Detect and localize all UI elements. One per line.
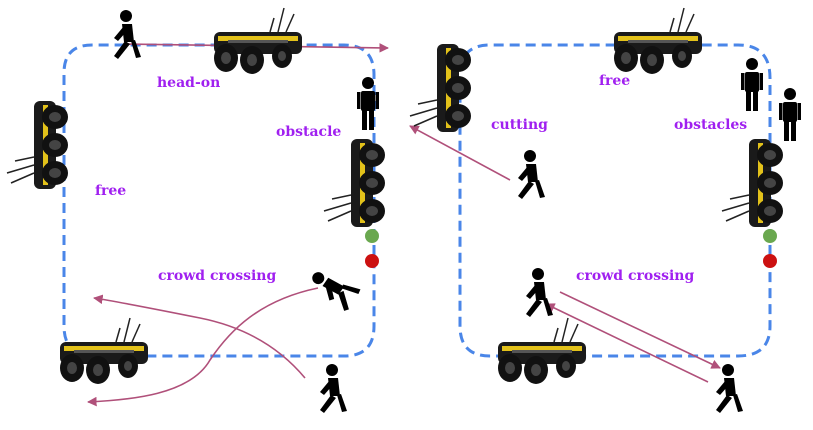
crowd-trajectory-1 [93,294,306,379]
robot-icon [6,100,69,190]
label-crowd-crossing-left: crowd crossing [158,268,277,284]
walking-person-icon [114,10,141,59]
goal-marker [763,254,777,268]
start-marker [365,229,379,243]
crowd-trajectory-4 [545,303,709,383]
robot-icon [323,138,386,228]
robot-icon [497,317,587,385]
crowd-trajectory-3 [559,291,721,369]
right-robot-path [458,43,772,358]
label-free-left: free [95,183,127,199]
cutting-trajectory [409,125,511,181]
label-obstacle: obstacle [276,124,342,140]
label-crowd-crossing-right: crowd crossing [576,268,695,284]
robot-icon [721,138,784,228]
label-free-right: free [599,73,631,89]
robot-icon [409,43,472,133]
robot-icon [613,7,703,75]
start-marker [763,229,777,243]
walking-person-icon [518,150,545,199]
left-robot-path [62,43,376,358]
walking-person-icon [320,364,347,413]
standing-person-icon [741,58,763,111]
standing-person-icon [357,77,379,130]
crowd-trajectory-2 [87,287,319,407]
robot-icon [59,317,149,385]
robot-icon [213,7,303,75]
goal-marker [365,254,379,268]
label-obstacles: obstacles [674,117,748,133]
label-cutting: cutting [491,117,548,133]
walking-person-icon [526,268,553,317]
walking-person-icon [716,364,743,413]
standing-person-icon [779,88,801,141]
walking-person-icon [306,262,363,313]
label-head-on: head-on [157,75,221,91]
